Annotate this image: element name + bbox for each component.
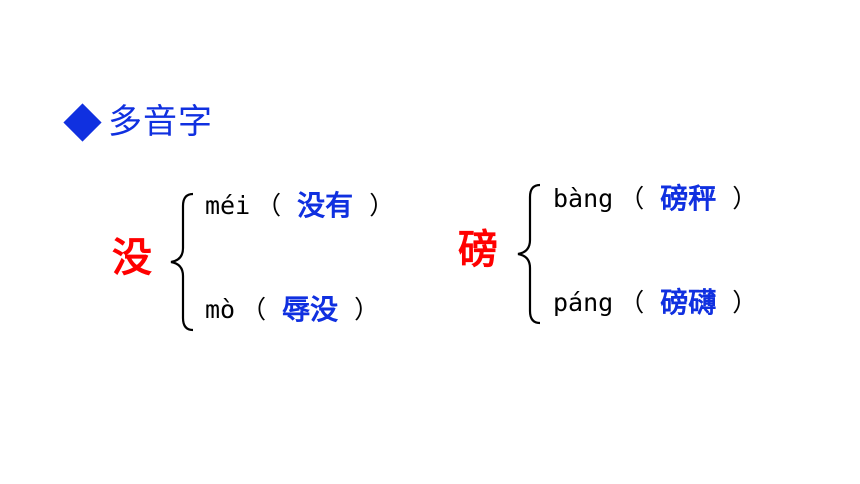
close-paren: ） bbox=[732, 184, 758, 213]
heading-title: 多音字 bbox=[108, 102, 213, 142]
left-brace-icon bbox=[170, 192, 194, 332]
open-paren: （ bbox=[241, 295, 267, 324]
reading-row: bàng （ 磅秤 ） bbox=[553, 181, 763, 217]
open-paren: （ bbox=[619, 288, 645, 317]
example-word: 磅秤 bbox=[660, 182, 717, 215]
polyphonic-character: 没 bbox=[112, 235, 152, 281]
pinyin: páng bbox=[553, 288, 614, 317]
open-paren: （ bbox=[619, 184, 645, 213]
section-heading: 多音字 bbox=[62, 100, 213, 144]
example-word: 没有 bbox=[297, 189, 354, 222]
pinyin: mò bbox=[205, 295, 236, 324]
pinyin: bàng bbox=[553, 184, 614, 213]
close-paren: ） bbox=[369, 191, 395, 220]
close-paren: ） bbox=[354, 295, 380, 324]
diamond-bullet-icon bbox=[63, 102, 102, 142]
example-word: 辱没 bbox=[282, 293, 339, 326]
example-word: 磅礴 bbox=[660, 286, 717, 319]
reading-row: mò （ 辱没 ） bbox=[205, 292, 385, 328]
left-brace-icon bbox=[517, 183, 541, 325]
reading-row: méi （ 没有 ） bbox=[205, 188, 400, 224]
reading-row: páng （ 磅礴 ） bbox=[553, 285, 763, 321]
pinyin: méi bbox=[205, 191, 251, 220]
close-paren: ） bbox=[732, 288, 758, 317]
open-paren: （ bbox=[256, 191, 282, 220]
polyphonic-character: 磅 bbox=[458, 227, 498, 273]
